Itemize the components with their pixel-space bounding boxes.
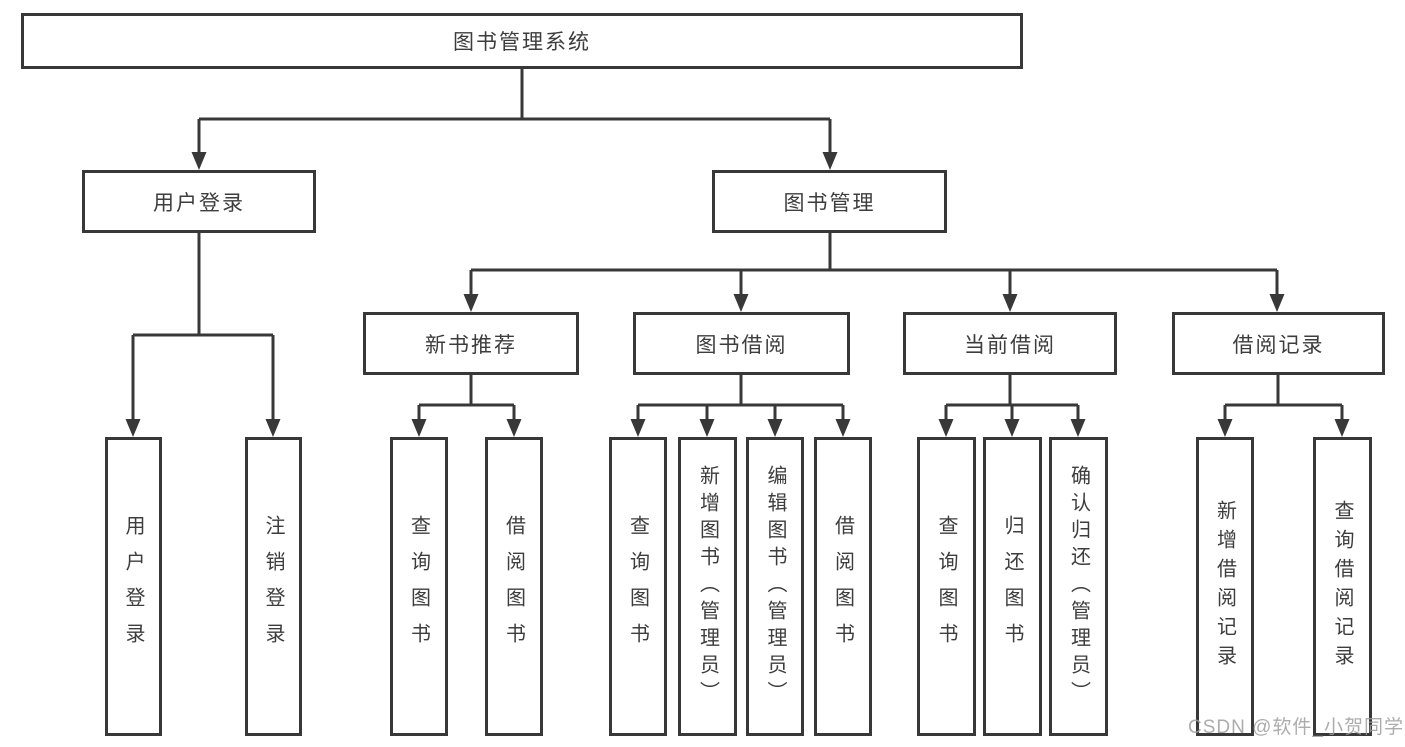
- node-user-login: 用户登录: [105, 437, 162, 736]
- node-query-books-current: 查询图书: [917, 437, 976, 736]
- node-query-books-borrowing: 查询图书: [609, 437, 667, 736]
- node-return-books: 归还图书: [983, 437, 1042, 736]
- node-borrow-books-recommend: 借阅图书: [485, 437, 543, 736]
- node-logout: 注销登录: [245, 437, 302, 736]
- node-book-management: 图书管理: [712, 170, 947, 233]
- node-user-login-group: 用户登录: [82, 170, 316, 233]
- node-query-borrow-record: 查询借阅记录: [1313, 437, 1372, 736]
- node-library-management-system: 图书管理系统: [21, 13, 1023, 69]
- node-confirm-return-admin: 确认归还（管理员）: [1049, 437, 1108, 736]
- csdn-watermark: CSDN @软件_小贺同学: [1188, 717, 1404, 738]
- node-new-book-recommend: 新书推荐: [363, 312, 579, 375]
- node-edit-books-admin: 编辑图书（管理员）: [746, 437, 804, 736]
- node-current-borrowing: 当前借阅: [903, 312, 1117, 375]
- node-borrow-books-borrowing: 借阅图书: [814, 437, 872, 736]
- node-query-books-recommend: 查询图书: [390, 437, 448, 736]
- node-book-borrowing: 图书借阅: [633, 312, 850, 375]
- node-add-books-admin: 新增图书（管理员）: [678, 437, 737, 736]
- node-borrowing-records: 借阅记录: [1172, 312, 1385, 375]
- node-add-borrow-record: 新增借阅记录: [1196, 437, 1254, 736]
